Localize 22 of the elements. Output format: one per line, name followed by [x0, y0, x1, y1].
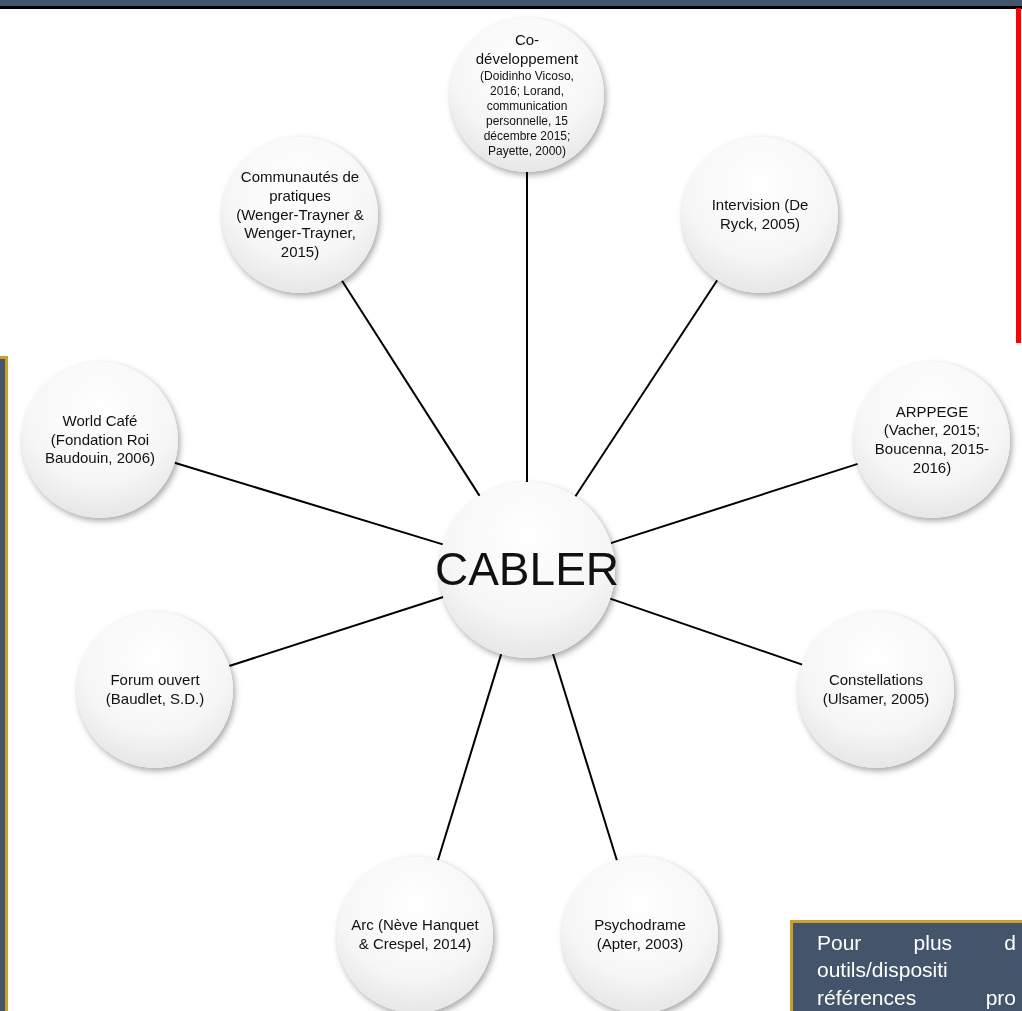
- topic-label: World Café (Fondation Roi Baudouin, 2006): [43, 411, 157, 469]
- topic-label: Co-développement: [474, 31, 580, 69]
- connector-line: [609, 462, 859, 545]
- connector-line: [228, 596, 445, 668]
- central-label: CABLER: [434, 542, 620, 598]
- connector-line: [526, 171, 528, 483]
- reference-text: (Doidinho Vicoso, 2016; Lorand, communication personnelle, 15 décembre 2015; Payette, 2000): [479, 68, 575, 159]
- note-box: Pour plus d outils/dispositi références pro: [790, 920, 1022, 1011]
- topic-label: ARPPEGE (Vacher, 2015; Boucenna, 2015-2016): [873, 402, 991, 478]
- topic-label: Psychodrame (Apter, 2003): [593, 916, 687, 954]
- connector-line: [173, 461, 444, 546]
- topic-label: Intervision (De Ryck, 2005): [710, 196, 810, 234]
- topic-label: Communautés de pratiques: [239, 168, 361, 206]
- topic-label: Constellations (Ulsamer, 2005): [821, 671, 931, 709]
- topic-label: Arc (Nève Hanquet & Crespel, 2014): [351, 916, 479, 954]
- reference-text: (Wenger-Trayner & Wenger-Trayner, 2015): [236, 205, 364, 262]
- connector-line: [436, 653, 503, 862]
- connector-line: [609, 597, 804, 666]
- connector-line: [552, 653, 618, 862]
- topic-label: Forum ouvert (Baudlet, S.D.): [104, 671, 206, 709]
- connector-line: [341, 279, 481, 497]
- connector-line: [574, 279, 719, 498]
